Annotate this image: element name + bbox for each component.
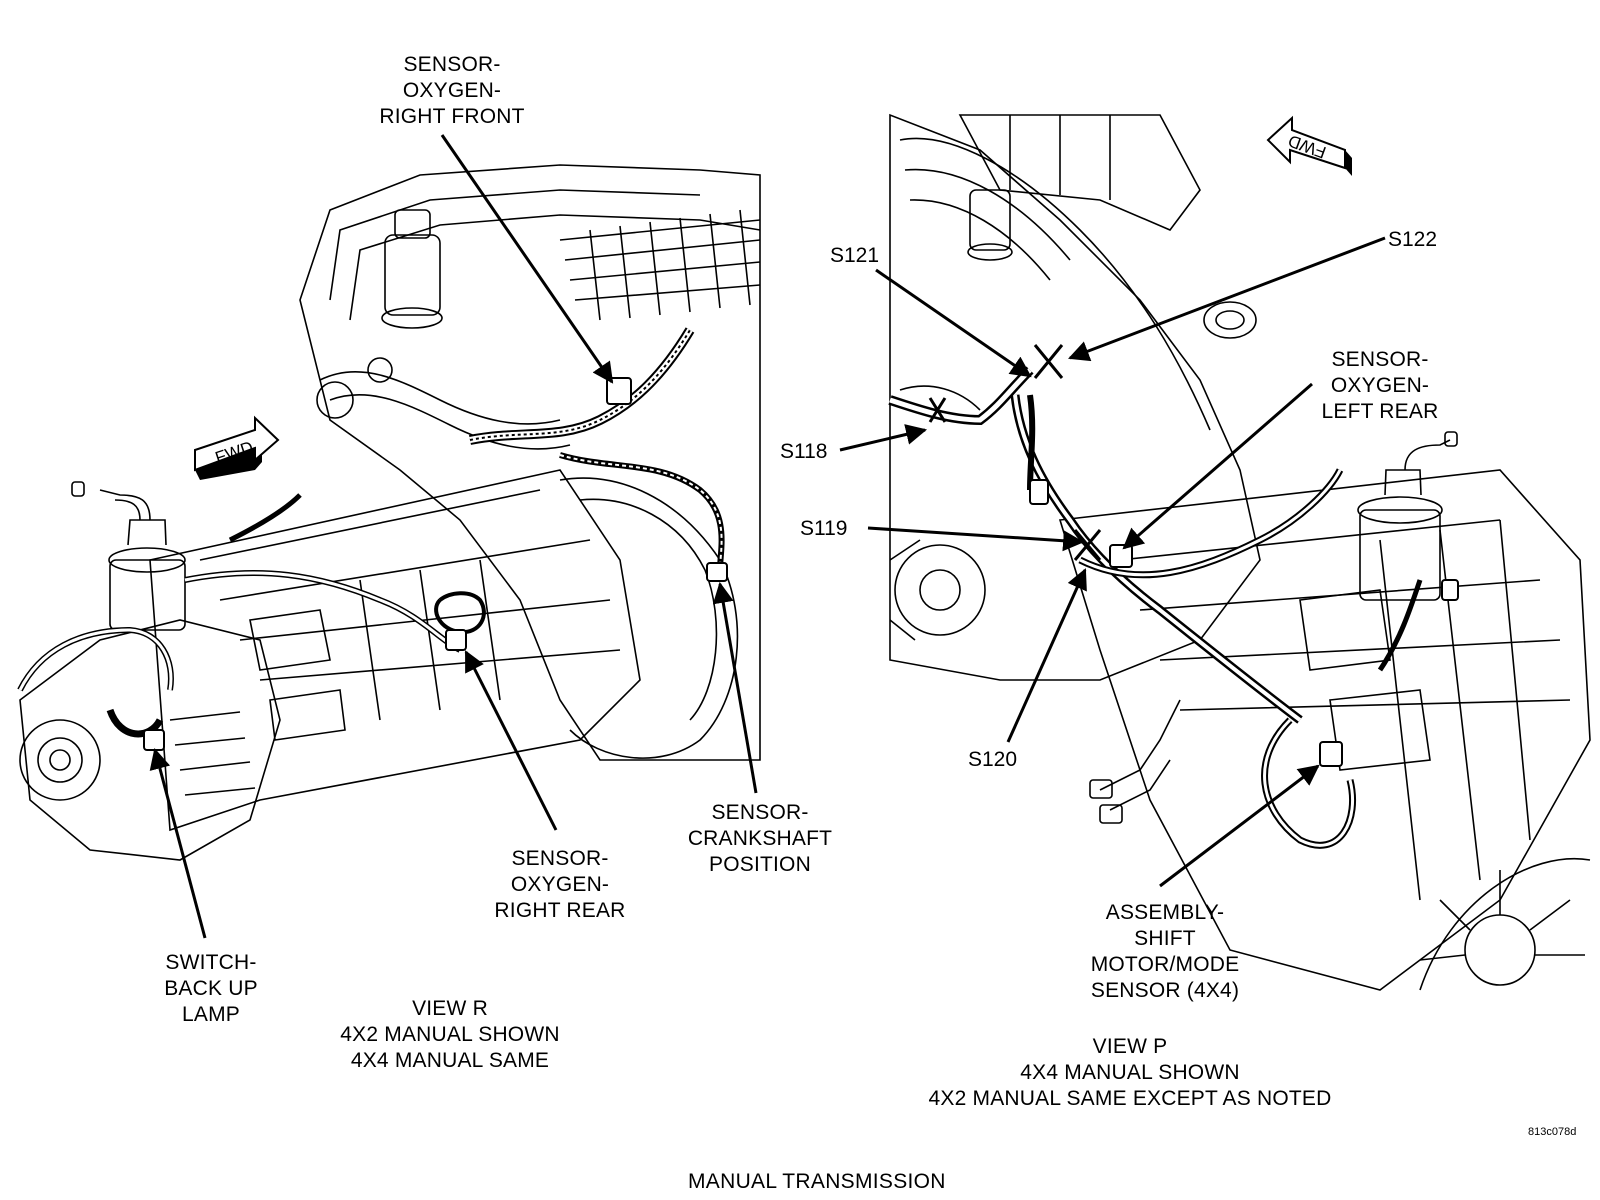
label-s120: S120 bbox=[968, 748, 1018, 771]
label-o2-right-rear: SENSOR- OXYGEN- RIGHT REAR bbox=[494, 847, 626, 922]
figure-title: MANUAL TRANSMISSION bbox=[688, 1170, 946, 1193]
view-r-leaders bbox=[149, 134, 758, 939]
label-shift-motor-assembly: ASSEMBLY- SHIFT MOTOR/MODE SENSOR (4X4) bbox=[1090, 901, 1240, 1002]
label-s121: S121 bbox=[830, 244, 880, 267]
view-r-caption: VIEW R 4X2 MANUAL SHOWN 4X4 MANUAL SAME bbox=[340, 997, 560, 1072]
label-backup-lamp-switch: SWITCH- BACK UP LAMP bbox=[164, 951, 258, 1026]
leader-o2-right-front bbox=[440, 134, 614, 384]
leader-o2-left-rear bbox=[1122, 382, 1313, 550]
figure-code: 813c078d bbox=[1528, 1126, 1577, 1138]
leader-crankshaft bbox=[712, 581, 758, 794]
leader-shift-motor bbox=[1159, 764, 1320, 888]
leader-o2-right-rear bbox=[464, 650, 558, 831]
view-p-illustration bbox=[889, 113, 1591, 991]
view-r-harness bbox=[17, 327, 728, 751]
label-o2-right-front: SENSOR- OXYGEN- RIGHT FRONT bbox=[379, 53, 525, 128]
label-s119: S119 bbox=[800, 517, 848, 540]
label-s122: S122 bbox=[1388, 228, 1438, 251]
leader-s118 bbox=[839, 424, 928, 452]
view-r-illustration bbox=[19, 164, 761, 861]
view-p-harness bbox=[888, 344, 1459, 849]
label-crankshaft-sensor: SENSOR- CRANKSHAFT POSITION bbox=[687, 801, 833, 876]
leader-s121 bbox=[875, 268, 1032, 378]
label-o2-left-rear: SENSOR- OXYGEN- LEFT REAR bbox=[1321, 348, 1439, 423]
view-r-fwd-arrow-shape bbox=[194, 415, 280, 480]
view-p-leaders bbox=[839, 236, 1386, 888]
view-p-caption: VIEW P 4X4 MANUAL SHOWN 4X2 MANUAL SAME … bbox=[928, 1035, 1332, 1110]
view-p-fwd-arrow-shape bbox=[1266, 115, 1352, 176]
leader-s120 bbox=[1006, 568, 1087, 743]
label-s118: S118 bbox=[780, 440, 828, 463]
leader-backup-lamp bbox=[149, 747, 207, 939]
leader-s119 bbox=[867, 526, 1085, 552]
leader-s122 bbox=[1068, 236, 1386, 362]
